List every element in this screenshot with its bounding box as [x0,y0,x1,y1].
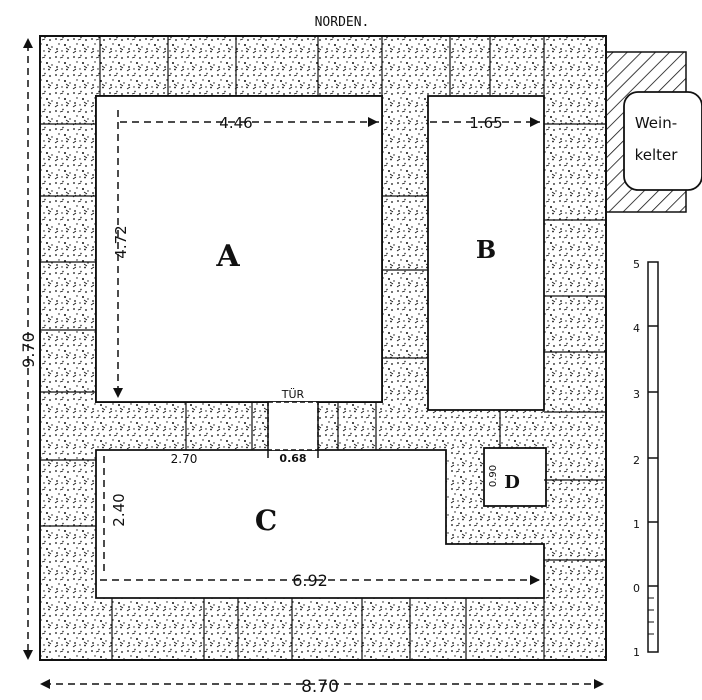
stone-joints [40,36,606,660]
room-b-label: B [476,235,496,264]
scale-label-3: 3 [633,388,640,401]
weinkelter-label-line2: kelter [635,146,679,164]
scale-label-0: 0 [633,582,640,595]
door: TÜR 0.68 [267,388,319,465]
door-label: TÜR [281,388,305,401]
scale-label-1: 1 [633,518,640,531]
room-c-depth-label: 2.40 [110,493,128,526]
room-c-label: C [255,504,277,537]
scale-label-4: 4 [633,322,640,335]
dimension-lines [23,38,604,689]
scale-label-2: 2 [633,454,640,467]
weinkelter-label-line1: Wein- [635,114,677,132]
room-a-label: A [215,239,240,274]
room-d-label: D [504,472,520,493]
weinkelter-wall [603,51,702,213]
room-b-width-label: 1.65 [469,114,502,132]
masonry-walls [40,36,606,660]
total-width-label: 8.70 [301,677,339,697]
scale-label-5: 5 [633,258,640,271]
door-width-label: 0.68 [279,452,306,465]
room-d-size-label: 0.90 [488,465,499,487]
scale-bar: 5 4 3 2 1 0 1 [633,258,659,659]
room-a-depth-label: 4.72 [112,225,130,258]
room-a-width-label: 4.46 [219,114,252,132]
scale-label-minus-1: 1 [633,646,640,659]
room-c-partial-label: 2.70 [171,452,198,466]
wall-outlines [39,35,607,661]
room-c-width-label: 6.92 [292,571,328,590]
north-label: NORDEN. [315,15,370,30]
total-height-label: 9.70 [19,332,38,368]
